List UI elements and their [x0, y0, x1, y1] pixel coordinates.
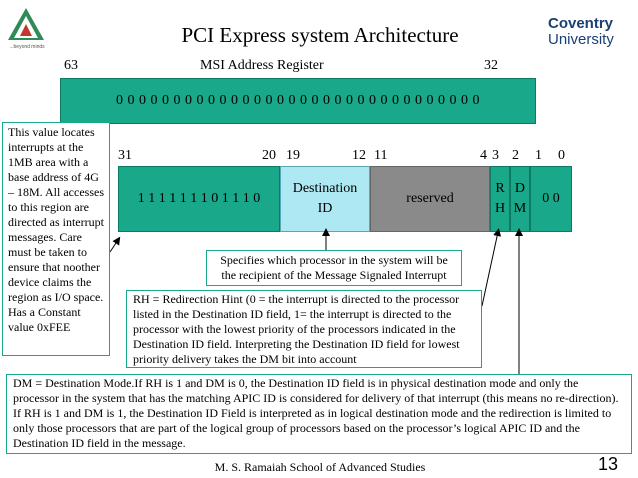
- redirection-hint-note: RH = Redirection Hint (0 = the interrupt…: [126, 290, 482, 368]
- university-logo-line2: University: [548, 31, 614, 48]
- destination-id-line1: Destination: [292, 181, 358, 196]
- rh-note-arrow: [481, 228, 502, 307]
- bit-label-32: 32: [484, 58, 498, 73]
- bit-label-4: 4: [480, 148, 487, 163]
- fee-constant-field: 1 1 1 1 1 1 1 0 1 1 1 0: [118, 166, 280, 232]
- destination-mode-note: DM = Destination Mode.If RH is 1 and DM …: [6, 374, 632, 454]
- reserved-field: reserved: [370, 166, 490, 232]
- msi-register-label: MSI Address Register: [200, 58, 324, 73]
- bit-label-0: 0: [558, 148, 565, 163]
- bit-label-2: 2: [512, 148, 519, 163]
- dm-line2: M: [513, 201, 527, 216]
- destination-id-line2: ID: [317, 201, 333, 216]
- destination-id-note: Specifies which processor in the system …: [206, 250, 462, 286]
- footer-text: M. S. Ramaiah School of Advanced Studies: [214, 460, 426, 474]
- left-note-arrow: [109, 236, 121, 253]
- destination-id-field: Destination ID: [280, 166, 370, 232]
- bit-label-31: 31: [118, 148, 132, 163]
- slide-title: PCI Express system Architecture: [181, 23, 459, 47]
- rh-line1: R: [495, 181, 505, 196]
- bit-label-20: 20: [262, 148, 276, 163]
- page-number: 13: [598, 454, 619, 474]
- bit-label-19: 19: [286, 148, 300, 163]
- bit-label-11: 11: [374, 148, 388, 163]
- school-logo-icon: [8, 8, 44, 40]
- bit-label-63: 63: [64, 58, 78, 73]
- university-logo-line1: Coventry: [548, 15, 614, 32]
- msi-upper-register: 0 0 0 0 0 0 0 0 0 0 0 0 0 0 0 0 0 0 0 0 …: [60, 78, 536, 124]
- dm-line1: D: [514, 181, 526, 196]
- bit-label-12: 12: [352, 148, 366, 163]
- school-logo-caption: ...beyond minds: [9, 44, 45, 50]
- bit-label-1: 1: [535, 148, 542, 163]
- redirection-hint-field: R H: [490, 166, 510, 232]
- low-bits-field: 0 0: [530, 166, 572, 232]
- bit-label-3: 3: [492, 148, 499, 163]
- university-logo: Coventry University: [548, 16, 632, 48]
- destination-mode-field: D M: [510, 166, 530, 232]
- rh-line2: H: [494, 201, 506, 216]
- address-base-note: This value locates interrupts at the 1MB…: [2, 122, 110, 356]
